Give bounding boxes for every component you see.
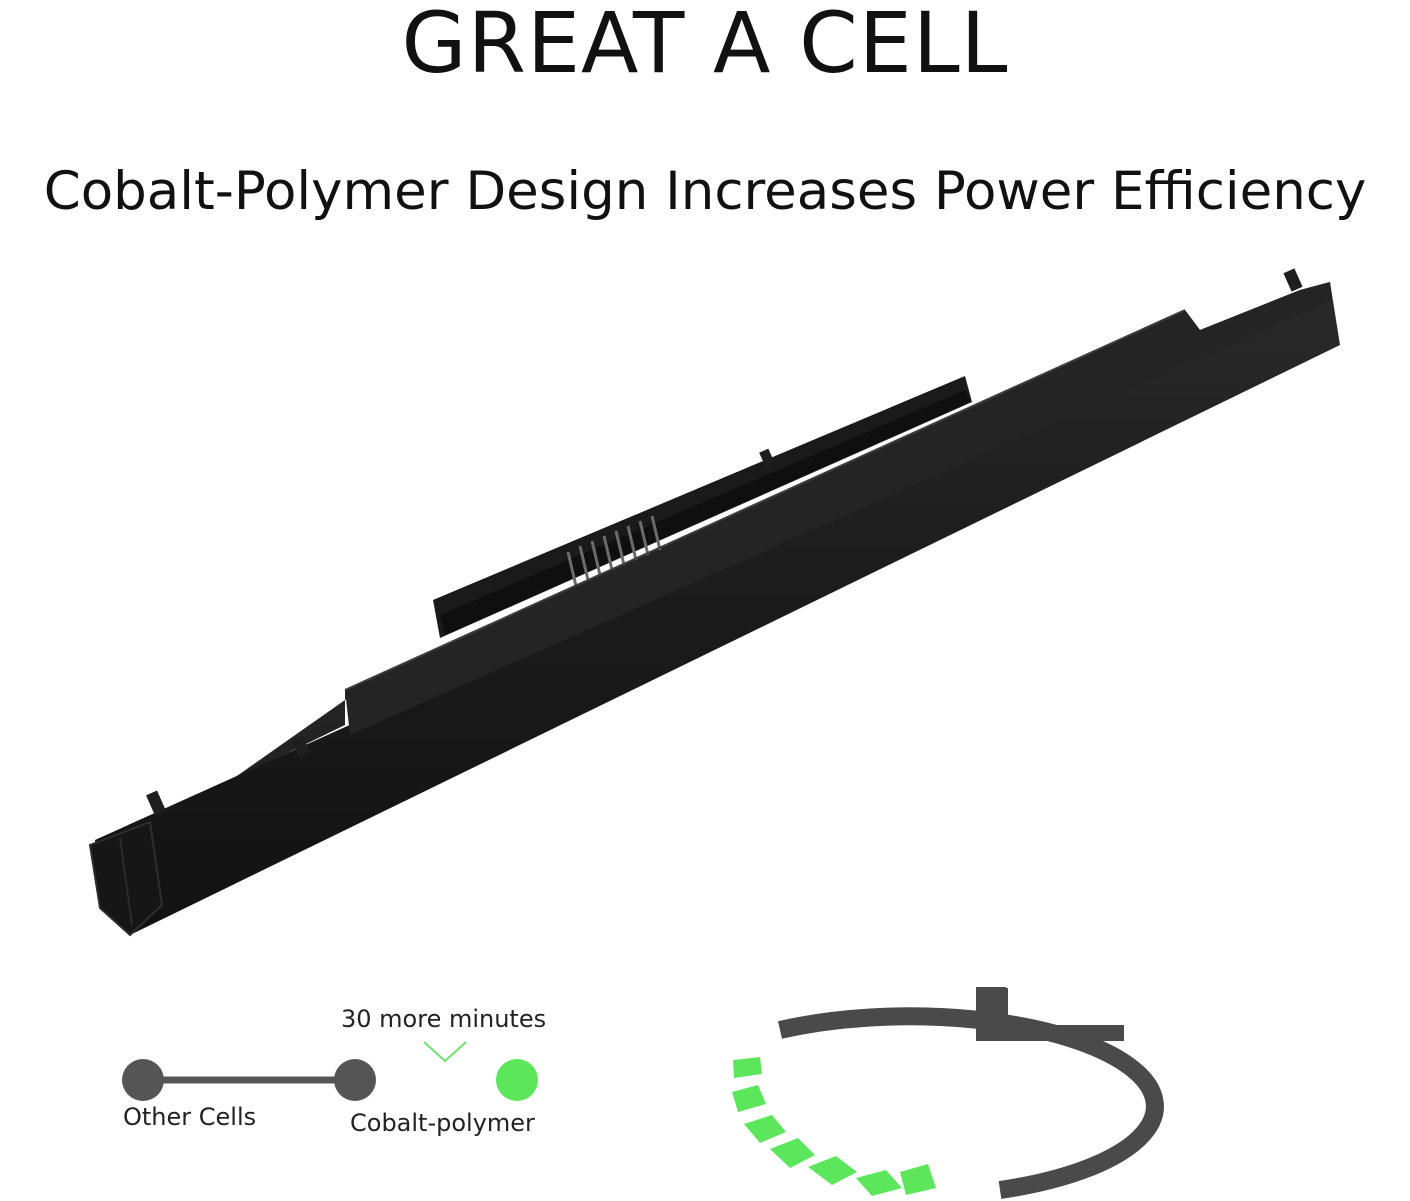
timeline-end-dot — [496, 1059, 538, 1101]
connector-pins — [566, 515, 662, 587]
battery-icon — [88, 268, 1340, 937]
subheadline: Cobalt-Polymer Design Increases Power Ef… — [43, 161, 1367, 222]
timeline-end-label: Cobalt-polymer — [350, 1109, 535, 1137]
timeline-start-dot — [122, 1059, 164, 1101]
timeline-mid-dot — [334, 1059, 376, 1101]
timeline-extra-label: 30 more minutes — [341, 1005, 547, 1033]
chevron-down-icon — [423, 1041, 467, 1063]
clock-progress-dashes — [732, 1057, 936, 1196]
timeline-graphic — [122, 1041, 538, 1101]
timeline-start-label: Other Cells — [123, 1103, 257, 1131]
clock-icon — [732, 987, 1164, 1199]
headline: GREAT A CELL — [401, 0, 1009, 92]
